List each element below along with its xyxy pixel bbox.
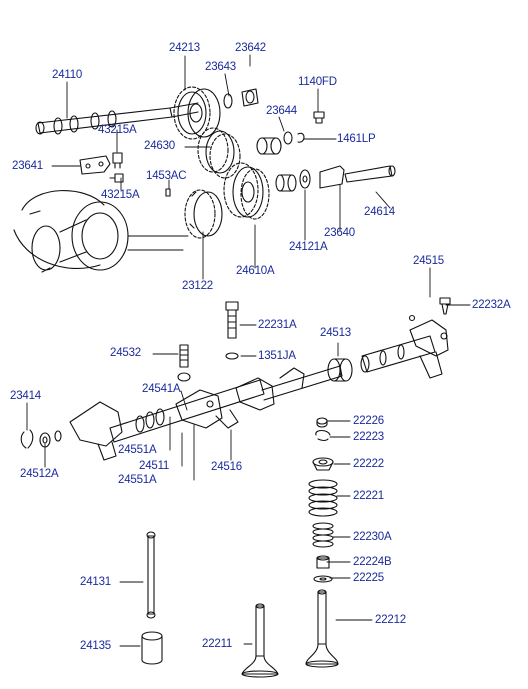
- rocker-shaft-left: [69, 365, 343, 461]
- part-label-22226[interactable]: 22226: [353, 415, 384, 427]
- part-label-24135[interactable]: 24135: [80, 640, 111, 652]
- part-label-24213[interactable]: 24213: [169, 42, 200, 54]
- outer-valve-spring: [308, 479, 338, 517]
- rocker-bolt: [225, 301, 239, 339]
- push-rod: [146, 531, 156, 619]
- idler-shaft: [256, 131, 305, 155]
- valve-keeper: [316, 417, 328, 428]
- part-label-43215a-bottom[interactable]: 43215A: [101, 189, 140, 201]
- part-label-22230a[interactable]: 22230A: [353, 531, 392, 543]
- part-label-24131[interactable]: 24131: [80, 576, 111, 588]
- part-label-24614[interactable]: 24614: [364, 206, 395, 218]
- part-label-1461lp[interactable]: 1461LP: [337, 133, 376, 145]
- drive-gear: [223, 162, 270, 220]
- spring-retainer: [312, 457, 334, 471]
- part-label-22225[interactable]: 22225: [353, 572, 384, 584]
- valve-stem-seal: [316, 555, 330, 569]
- part-label-24110[interactable]: 24110: [52, 69, 83, 81]
- exhaust-valve: [305, 589, 339, 668]
- part-label-23122[interactable]: 23122: [182, 280, 213, 292]
- part-label-24512a[interactable]: 24512A: [20, 468, 59, 480]
- part-label-24551a-top[interactable]: 24551A: [118, 444, 157, 456]
- part-label-1453ac[interactable]: 1453AC: [146, 170, 187, 182]
- part-label-23643[interactable]: 23643: [205, 61, 236, 73]
- leader-lines: [26, 54, 471, 647]
- gear-bolt: [223, 88, 259, 109]
- inner-valve-spring: [312, 522, 334, 548]
- dowel-pin: [165, 188, 171, 197]
- part-label-23644[interactable]: 23644: [266, 105, 297, 117]
- part-label-24121a[interactable]: 24121A: [289, 241, 328, 253]
- part-label-24516[interactable]: 24516: [211, 461, 242, 473]
- tappet: [141, 631, 163, 665]
- part-label-24511[interactable]: 24511: [139, 460, 170, 472]
- part-label-22223[interactable]: 22223: [353, 431, 384, 443]
- gear-shaft: [275, 165, 396, 192]
- camshaft: [35, 102, 199, 135]
- rocker-bush: [327, 358, 353, 382]
- part-label-23641[interactable]: 23641: [12, 160, 43, 172]
- lock-nut: [225, 352, 239, 360]
- part-label-22212[interactable]: 22212: [375, 614, 406, 626]
- idler-gear: [197, 127, 241, 179]
- part-label-24610a[interactable]: 24610A: [236, 265, 275, 277]
- intake-valve: [241, 603, 279, 678]
- part-label-23642[interactable]: 23642: [235, 42, 266, 54]
- crankshaft: [13, 190, 189, 273]
- part-label-43215a-top[interactable]: 43215A: [98, 124, 137, 136]
- part-label-22221[interactable]: 22221: [353, 490, 384, 502]
- shaft-plug: [20, 429, 62, 449]
- part-label-22222[interactable]: 22222: [353, 458, 384, 470]
- rocker-shaft-right: [360, 297, 451, 379]
- part-label-24541a[interactable]: 24541A: [142, 383, 181, 395]
- adjust-screw: [177, 344, 191, 382]
- part-label-1351ja[interactable]: 1351JA: [258, 350, 296, 362]
- part-label-24513[interactable]: 24513: [320, 327, 351, 339]
- small-bolt: [313, 111, 325, 124]
- part-label-22231a[interactable]: 22231A: [258, 319, 297, 331]
- part-label-24630[interactable]: 24630: [144, 140, 175, 152]
- part-label-24532[interactable]: 24532: [110, 347, 141, 359]
- part-label-23414[interactable]: 23414: [10, 390, 41, 402]
- part-label-22232a[interactable]: 22232A: [472, 299, 511, 311]
- valve-cotter: [315, 429, 331, 442]
- bolts: [109, 152, 124, 183]
- part-label-1140fd[interactable]: 1140FD: [298, 76, 337, 88]
- part-label-23640[interactable]: 23640: [324, 227, 355, 239]
- spring-seat: [313, 575, 333, 583]
- thrust-plate: [79, 155, 111, 175]
- part-label-22211[interactable]: 22211: [202, 638, 233, 650]
- part-label-24515[interactable]: 24515: [413, 255, 444, 267]
- part-label-22224b[interactable]: 22224B: [353, 556, 392, 568]
- crank-gear: [184, 189, 223, 239]
- cam-gear: [173, 86, 221, 140]
- part-label-24551a-bottom[interactable]: 24551A: [118, 474, 157, 486]
